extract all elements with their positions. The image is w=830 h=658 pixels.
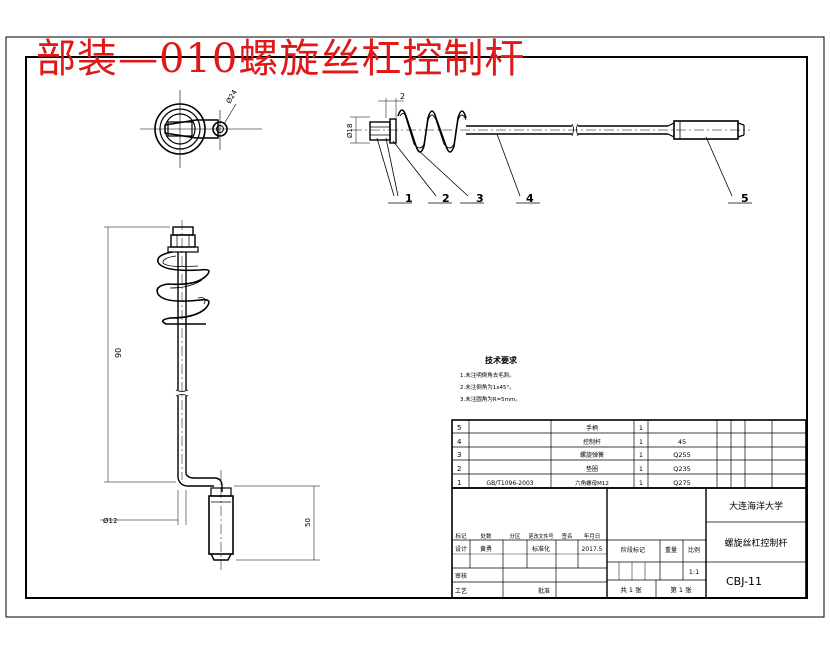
svg-text:4: 4	[457, 438, 462, 446]
tb-part-name: 螺旋丝杠控制杆	[724, 537, 787, 549]
callout-2: 2	[442, 192, 450, 205]
svg-text:手柄: 手柄	[586, 424, 598, 432]
bom-row-5: 5 手柄 1	[457, 424, 643, 432]
tb-sheet-no: 第 1 张	[670, 585, 692, 594]
svg-text:控制杆: 控制杆	[583, 438, 601, 446]
tb-col-sign: 签名	[561, 532, 572, 540]
tb-approve-label: 批准	[538, 587, 550, 595]
tech-req-item-1: 1.未注明倒角去毛刺。	[460, 371, 515, 379]
svg-text:5: 5	[457, 424, 461, 432]
tb-design-label: 设计	[455, 545, 467, 553]
callout-4: 4	[526, 192, 534, 205]
dim-height: 90	[114, 348, 123, 358]
tb-col-count: 处数	[480, 532, 492, 540]
tech-req-item-2: 2.未注倒角为1x45°。	[460, 383, 515, 391]
tech-req-heading: 技术要求	[485, 355, 518, 365]
dim-left-side: Ø18	[346, 124, 354, 138]
svg-text:2: 2	[457, 465, 461, 473]
title-block	[451, 487, 807, 599]
svg-text:1: 1	[639, 479, 643, 487]
bom-row-1: 1 GB/T1096-2003 六角螺母M12 1 Q275	[457, 479, 691, 487]
bom-row-2: 2 垫圈 1 Q235	[457, 465, 691, 473]
bom-row-4: 4 控制杆 1 45	[457, 438, 686, 446]
tb-date: 2017.5	[582, 546, 603, 553]
callout-5: 5	[741, 192, 749, 205]
tb-stage-label: 阶段标记	[621, 546, 645, 554]
callout-3: 3	[476, 192, 484, 205]
svg-text:垫圈: 垫圈	[586, 465, 598, 473]
svg-text:3: 3	[457, 451, 461, 459]
svg-text:1: 1	[639, 465, 643, 473]
tb-scale-label: 比例	[688, 546, 700, 554]
svg-text:1: 1	[639, 451, 643, 459]
tb-col-date: 年月日	[584, 532, 601, 540]
svg-text:Q235: Q235	[673, 465, 691, 473]
dim-left-top: 2	[400, 92, 405, 101]
tb-sheets-total: 共 1 张	[620, 585, 642, 594]
tb-process-label: 工艺	[455, 587, 467, 595]
svg-text:1: 1	[639, 438, 643, 446]
tb-drawing-no: CBJ-11	[726, 575, 762, 588]
outer-border	[5, 36, 825, 618]
tb-designer: 黄勇	[480, 545, 492, 553]
svg-text:45: 45	[678, 438, 686, 446]
callout-1: 1	[405, 192, 413, 205]
tb-col-mark: 标记	[455, 532, 467, 540]
tb-col-zone: 分区	[509, 532, 521, 540]
tb-weight-label: 重量	[665, 546, 677, 554]
bom-row-3: 3 螺旋弹簧 1 Q255	[457, 451, 691, 459]
svg-text:1: 1	[639, 424, 643, 432]
tb-col-change: 更改文件号	[528, 533, 553, 540]
inner-border	[25, 56, 808, 599]
tb-scale: 1:1	[689, 568, 699, 576]
svg-text:1: 1	[457, 479, 461, 487]
tech-req-item-3: 3.未注圆角为R=5mm。	[460, 395, 521, 403]
svg-text:Q275: Q275	[673, 479, 691, 487]
dim-diameter-top: Ø24	[225, 88, 239, 105]
svg-text:Q255: Q255	[673, 451, 691, 459]
tb-company: 大连海洋大学	[729, 500, 783, 512]
front-view	[100, 220, 320, 570]
banner-title: 部装—010螺旋丝杠控制杆	[36, 36, 526, 82]
dim-right-small: 50	[304, 518, 312, 527]
bom-table	[451, 419, 807, 489]
end-view	[140, 90, 262, 168]
tb-check-label: 审核	[455, 572, 467, 580]
dim-bottom-left: Ø12	[103, 517, 117, 525]
svg-text:GB/T1096-2003: GB/T1096-2003	[486, 480, 533, 487]
tb-standard-label: 标准化	[532, 545, 550, 553]
side-view	[350, 98, 752, 204]
svg-text:螺旋弹簧: 螺旋弹簧	[580, 451, 604, 459]
svg-text:六角螺母M12: 六角螺母M12	[575, 479, 609, 487]
